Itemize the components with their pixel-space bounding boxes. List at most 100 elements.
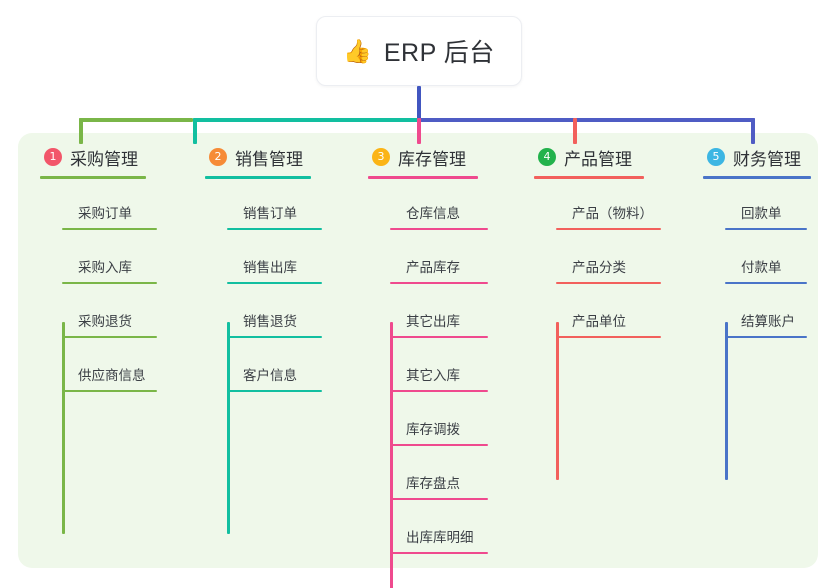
drop-5 [751,118,755,144]
branch-number-badge: 3 [372,148,390,166]
leaf-item[interactable]: 其它入库 [390,368,488,392]
leaf-item-label: 其它出库 [406,314,460,329]
leaf-item[interactable]: 库存调拨 [390,422,488,446]
leaf-item-underline [227,336,322,338]
root-title: ERP 后台 [383,39,495,67]
branch-spine [725,322,728,480]
branch-spine [556,322,559,480]
leaf-item[interactable]: 回款单 [725,206,807,230]
drop-2 [193,118,197,144]
leaf-item-underline [62,228,157,230]
leaf-item[interactable]: 库存盘点 [390,476,488,500]
leaf-item-underline [556,336,661,338]
leaf-item[interactable]: 产品库存 [390,260,488,284]
leaf-item-underline [227,390,322,392]
bus-blue [419,118,755,122]
leaf-item[interactable]: 供应商信息 [62,368,157,392]
leaf-item[interactable]: 客户信息 [227,368,322,392]
leaf-item-label: 供应商信息 [78,368,146,383]
leaf-item-underline [725,336,807,338]
leaf-item[interactable]: 结算账户 [725,314,807,338]
leaf-item-underline [725,282,807,284]
branch-title: 采购管理 [70,149,138,169]
leaf-item-label: 销售出库 [243,260,297,275]
branch-number-badge: 1 [44,148,62,166]
leaf-item-underline [227,228,322,230]
bus-teal [193,118,419,122]
root-stem-connector [417,86,421,120]
leaf-item-underline [390,228,488,230]
leaf-item-label: 产品（物料） [572,206,653,221]
leaf-item-label: 销售订单 [243,206,297,221]
branch-title: 财务管理 [733,149,801,169]
branch-spine [390,322,393,588]
leaf-item-underline [62,282,157,284]
leaf-item-label: 其它入库 [406,368,460,383]
drop-3 [417,118,421,144]
branch-header-product[interactable]: 4 产品管理 [534,144,644,170]
branch-number-badge: 4 [538,148,556,166]
branch-underline [205,176,311,179]
branch-underline [368,176,478,179]
leaf-item[interactable]: 产品单位 [556,314,661,338]
leaf-item[interactable]: 仓库信息 [390,206,488,230]
thumbs-up-icon: 👍 [343,37,372,64]
leaf-item-label: 出库库明细 [406,530,474,545]
leaf-item-label: 付款单 [741,260,782,275]
leaf-item[interactable]: 产品分类 [556,260,661,284]
leaf-item-label: 回款单 [741,206,782,221]
leaf-item-underline [390,498,488,500]
drop-1 [79,118,83,144]
bus-green [79,118,193,122]
leaf-item[interactable]: 付款单 [725,260,807,284]
branch-title: 产品管理 [564,149,632,169]
branch-header-purchase[interactable]: 1 采购管理 [40,144,146,170]
leaf-item[interactable]: 采购退货 [62,314,157,338]
leaf-item-label: 采购入库 [78,260,132,275]
leaf-item[interactable]: 出库库明细 [390,530,488,554]
leaf-item-label: 产品库存 [406,260,460,275]
leaf-item[interactable]: 采购入库 [62,260,157,284]
leaf-item-underline [390,390,488,392]
leaf-item-label: 产品分类 [572,260,626,275]
branch-header-sales[interactable]: 2 销售管理 [205,144,311,170]
leaf-item-label: 销售退货 [243,314,297,329]
branch-number-badge: 2 [209,148,227,166]
root-node-content: 👍 ERP 后台 [343,33,495,69]
drop-4 [573,118,577,144]
leaf-item-label: 采购退货 [78,314,132,329]
leaf-item-underline [390,282,488,284]
leaf-item-underline [390,552,488,554]
leaf-item-underline [62,336,157,338]
branch-underline [703,176,811,179]
leaf-item[interactable]: 销售退货 [227,314,322,338]
leaf-item[interactable]: 销售出库 [227,260,322,284]
leaf-item-underline [556,282,661,284]
root-node[interactable]: 👍 ERP 后台 [316,16,522,86]
leaf-item[interactable]: 销售订单 [227,206,322,230]
leaf-item-underline [390,336,488,338]
branch-underline [534,176,644,179]
branch-sales: 2 销售管理销售订单销售出库销售退货客户信息 [205,144,322,534]
leaf-item-label: 结算账户 [741,314,795,329]
branch-spine [227,322,230,534]
leaf-item-label: 采购订单 [78,206,132,221]
leaf-item[interactable]: 产品（物料） [556,206,661,230]
branch-title: 销售管理 [235,149,303,169]
leaf-item-label: 产品单位 [572,314,626,329]
leaf-item[interactable]: 采购订单 [62,206,157,230]
branches-panel [18,133,818,568]
branch-underline [40,176,146,179]
leaf-item-underline [725,228,807,230]
leaf-item-label: 库存盘点 [406,476,460,491]
branch-product: 4 产品管理产品（物料） 产品分类产品单位 [534,144,661,480]
leaf-item-label: 仓库信息 [406,206,460,221]
leaf-item-underline [556,228,661,230]
leaf-item-label: 库存调拨 [406,422,460,437]
leaf-item[interactable]: 其它出库 [390,314,488,338]
